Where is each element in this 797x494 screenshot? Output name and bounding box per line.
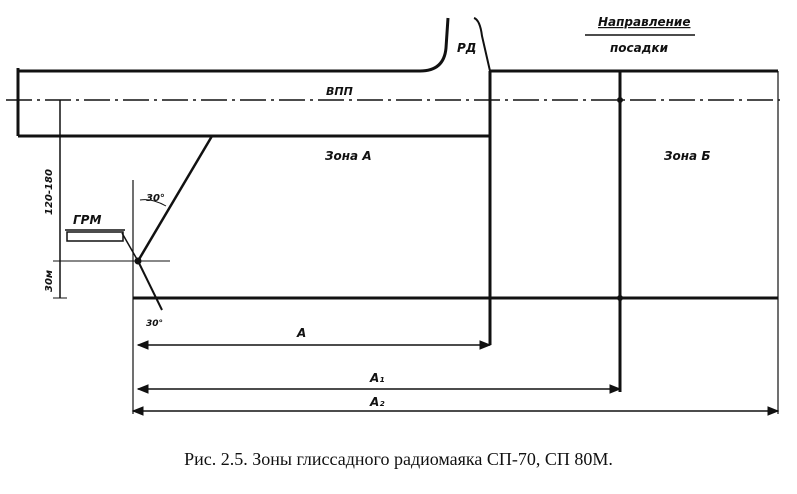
sector-line-upper (136, 135, 214, 262)
glide-slope-zones-diagram: Направление посадки РД ВПП Зона А Зона Б… (6, 15, 780, 416)
figure-caption: Рис. 2.5. Зоны глиссадного радиомаяка СП… (184, 449, 613, 469)
rd-label: РД (457, 41, 476, 55)
intersection-dot (617, 97, 623, 103)
grm-pointer (121, 232, 139, 262)
grm-antenna-point (134, 257, 142, 265)
angle-30-bottom-label: 30° (146, 319, 163, 329)
grm-label: ГРМ (73, 213, 101, 227)
intersection-dot (617, 295, 623, 301)
angle-arc-top (139, 199, 167, 207)
angle-30-top-label: 30° (146, 193, 165, 204)
dim-a-arrow-left (136, 340, 149, 350)
zone-b-label: Зона Б (664, 149, 710, 163)
taxiway-right-edge (473, 17, 491, 72)
direction-label-line1: Направление (598, 15, 690, 29)
sector-line-lower (137, 260, 163, 311)
dim-a-arrow-right (479, 340, 492, 350)
vpp-label: ВПП (326, 85, 353, 98)
zone-a-label: Зона А (325, 149, 372, 163)
vertical-dimension (53, 100, 170, 299)
landing-direction: Направление посадки (585, 15, 695, 55)
dim-a2-arrow-left (131, 406, 144, 416)
taxiway-curve (419, 17, 450, 73)
grm-symbol (66, 231, 124, 242)
dim-a1-label: A₁ (369, 371, 385, 385)
dim-a1-arrow-right (609, 384, 622, 394)
dim-a2-arrow-right (767, 406, 780, 416)
dim-a2-label: A₂ (369, 395, 385, 409)
dim-vertical-top-label: 120-180 (44, 169, 55, 215)
horizontal-dimensions (131, 340, 780, 416)
runway (6, 17, 780, 414)
direction-label-line2: посадки (610, 41, 669, 55)
grm-sector (65, 135, 214, 414)
dim-vertical-bottom-label: 30м (44, 270, 55, 292)
dim-a1-arrow-left (136, 384, 149, 394)
dim-a-label: A (296, 326, 306, 340)
